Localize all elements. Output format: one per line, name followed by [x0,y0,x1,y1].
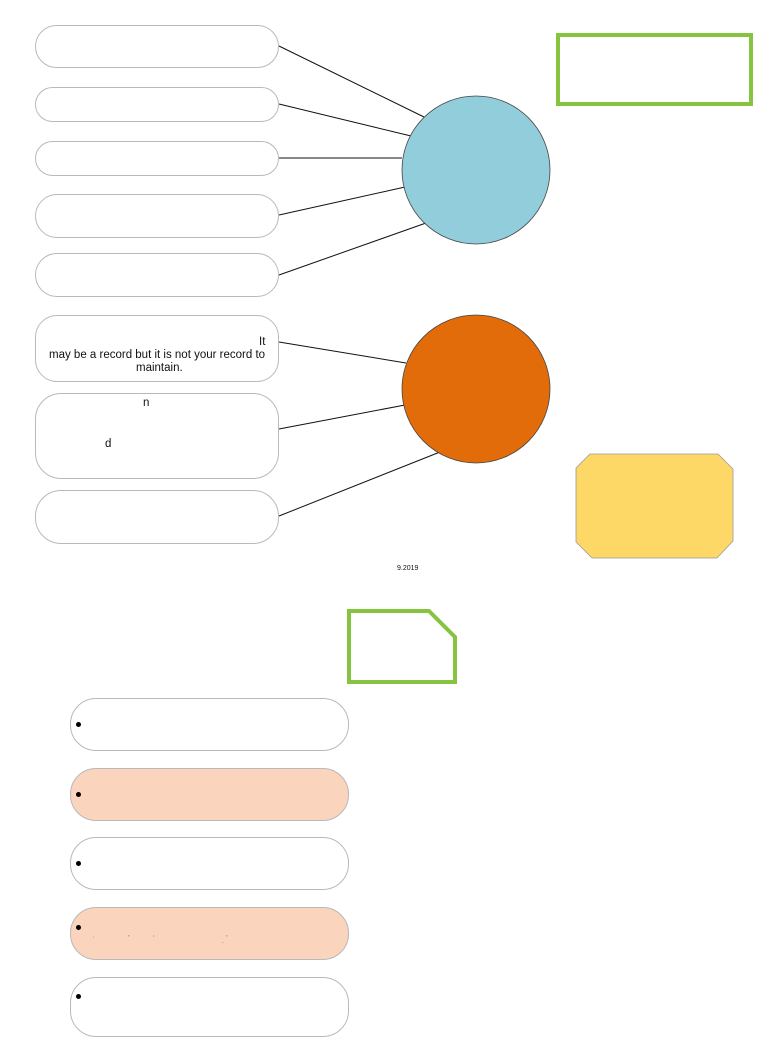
connector-line [278,404,406,430]
bullet-item-2 [70,768,349,821]
upper-box-5 [35,253,279,297]
bullet-dot [76,722,81,727]
connector-line [278,222,427,276]
bullet-dot [76,994,81,999]
bullet-item-4: ‘ ” “ ” - [70,907,349,960]
green-snipped-corner-box [347,609,457,684]
footer-date-text: 9.2019 [397,565,419,572]
connector-line [278,45,425,118]
lower-box-1: It may be a record but it is not your re… [35,315,279,382]
bullet-dot [76,792,81,797]
connector-line [278,186,406,216]
upper-box-1 [35,25,279,68]
bullet-item-5 [70,977,349,1037]
connector-line [278,451,441,517]
bullet-dot [76,925,81,930]
bullet-dot [76,861,81,866]
connector-line [278,103,412,137]
upper-box-2 [35,87,279,122]
yellow-octagon-box [575,453,734,559]
green-outline-box [556,33,753,106]
lower-box-3 [35,490,279,544]
text-fragment: ” [128,934,130,939]
box-text-line: may be a record but it is not your recor… [49,349,266,361]
lower-box-2: n d [35,393,279,479]
box-text-line: n [143,397,150,409]
text-fragment: - [222,939,224,944]
blue-circle [401,95,551,245]
text-fragment: “ [153,934,155,939]
bullet-item-3 [70,837,349,890]
upper-box-4 [35,194,279,238]
box-text-line: It [259,336,266,348]
text-fragment: ‘ [93,935,94,940]
bullet-item-1 [70,698,349,751]
connector-line [278,341,407,364]
box-text-line: maintain. [136,362,183,374]
upper-box-3 [35,141,279,176]
text-fragment: ” [226,934,228,939]
box-text-line: d [105,438,112,450]
orange-circle [401,314,551,464]
